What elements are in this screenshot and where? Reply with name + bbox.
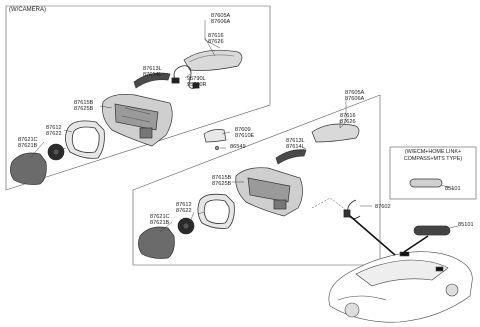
part-number-camera: 95790L 95790R [187,76,207,88]
part-number-ecm-mirror: 85101 [445,186,461,192]
part-number: 87621B [150,220,170,226]
part-number: 87614L [143,72,162,78]
part-number: 85101 [445,186,461,192]
lower-cover [311,123,360,143]
inside-mirror [413,225,451,236]
part-number: 85101 [458,222,474,228]
section-label-camera: (W/CAMERA) [9,7,46,13]
ecm-box [389,146,477,200]
lower-frame [197,193,235,229]
part-number: 87602 [375,204,391,210]
part-number: 87615B [212,175,232,181]
upper-frame [65,120,105,159]
lower-housing [235,167,303,217]
connector-wire [343,199,361,219]
part-number-actuator: 87612 87622 [46,125,62,137]
part-number: 87609 [235,127,251,133]
part-number-mirror-assy: 87605A 87606A [211,13,230,25]
part-number-lamp: 87613L 87614L [143,66,162,78]
part-number: 87626 [340,119,356,125]
part-number-cover: 87616 87626 [208,33,224,45]
part-number: 87616 [208,33,224,39]
part-number: 87612 [176,202,192,208]
upper-cover [183,49,243,71]
part-number: 86549 [230,144,246,150]
part-number: 87616 [340,113,356,119]
part-number-glass-lower: 87621C 87621B [150,214,170,226]
lower-cap [203,129,227,143]
upper-lamp [133,72,171,89]
leader-lines [29,20,459,256]
part-number: 87610E [235,133,255,139]
lower-glass [138,226,175,259]
part-number-mirror-assy-lower: 87605A 87606A [345,90,364,102]
part-number: 95790L [187,76,206,82]
ecm-label-line-2: COMPASS+MTS TYPE) [403,155,463,162]
part-number-housing-lower: 87615B 87625B [212,175,231,187]
part-number: 87621C [150,214,170,220]
section-label-ecm: (W/ECM+HOME LINK+ COMPASS+MTS TYPE) [392,149,474,162]
part-number-inside-mirror: 85101 [458,222,474,228]
part-number: 87625B [212,181,232,187]
upper-housing [102,93,173,147]
part-number-connector: 87602 [375,204,391,210]
upper-glass [10,152,47,185]
part-number: 87621C [18,137,38,143]
part-number-housing: 87615B 87625B [74,100,93,112]
part-number: 87613L [286,138,305,144]
upper-camera-wire [171,65,200,89]
ecm-label-line-1: (W/ECM+HOME LINK+ [404,149,462,155]
part-number: 87612 [46,125,62,131]
part-number: 87606A [345,96,365,102]
part-number: 87622 [46,131,62,137]
lower-actuator [177,217,195,235]
ecm-mirror [409,178,443,188]
part-number: 87615B [74,100,94,106]
part-number: 87621B [18,143,38,149]
car-illustration [328,251,473,323]
part-number: 87606A [211,19,231,25]
part-number: 95790R [187,82,207,88]
part-number: 87622 [176,208,192,214]
upper-group-frame [5,5,271,191]
part-number-glass: 87621C 87621B [18,137,38,149]
part-number: 87626 [208,39,224,45]
part-number-lamp-lower: 87613L 87614L [286,138,305,150]
part-number: 87605A [211,13,231,19]
part-number-screw: 86549 [230,144,246,150]
lower-lamp [275,149,307,165]
part-number: 87625B [74,106,94,112]
part-number-actuator-lower: 87612 87622 [176,202,192,214]
part-number-cap: 87609 87610E [235,127,254,139]
upper-actuator [47,143,65,161]
part-number: 87605A [345,90,365,96]
part-number: 87614L [286,144,305,150]
part-number: 87613L [143,66,162,72]
part-number-cover-lower: 87616 87626 [340,113,356,125]
lower-screw [214,145,220,151]
